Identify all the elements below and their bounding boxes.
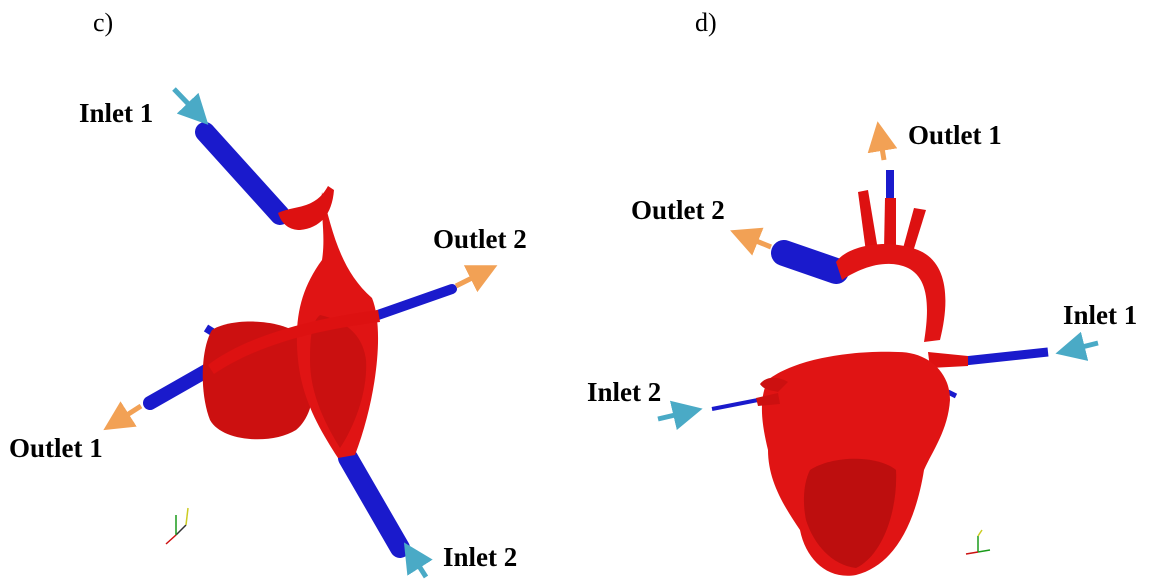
- aortic-branch-3: [902, 208, 926, 255]
- panel-d: d): [578, 0, 1156, 583]
- outlet1-arrow: [103, 401, 143, 431]
- panel-c: c): [9, 8, 527, 579]
- axis-triad-icon: [165, 507, 189, 545]
- outlet2-arrow: [454, 265, 498, 293]
- heart-model-c: [103, 87, 498, 579]
- crossing-vessel: [208, 310, 380, 374]
- inlet1-label: Inlet 1: [79, 98, 154, 128]
- heart-model-d: [657, 121, 1099, 576]
- panel-letter: d): [695, 8, 717, 37]
- outlet2-arrow: [730, 227, 772, 256]
- inlet1-label: Inlet 1: [1063, 300, 1138, 330]
- outlet1-label: Outlet 1: [908, 120, 1002, 150]
- inlet1-arrow: [1055, 331, 1099, 361]
- inlet2-vessel: [756, 393, 780, 406]
- outlet2-extension: [771, 240, 849, 284]
- inlet1-extension: [963, 347, 1049, 366]
- outlet1-extension: [143, 363, 215, 410]
- outlet2-extension: [373, 284, 457, 320]
- inlet1-vessel: [928, 352, 968, 368]
- inlet2-extension: [711, 398, 759, 411]
- ventricle-shade: [803, 458, 897, 568]
- outlet1-label: Outlet 1: [9, 433, 103, 463]
- inlet2-label: Inlet 2: [587, 377, 662, 407]
- outlet1-arrow: [867, 121, 898, 161]
- top-connection: [278, 186, 334, 230]
- aortic-branch-2: [884, 198, 896, 250]
- inlet2-arrow: [403, 542, 433, 579]
- auricle: [760, 377, 788, 392]
- inlet2-arrow: [657, 400, 703, 431]
- aortic-branch-1: [858, 190, 878, 252]
- inlet1-arrow: [172, 87, 209, 125]
- axis-triad-icon: [965, 529, 991, 555]
- inlet2-extension: [338, 448, 410, 558]
- panel-letter: c): [93, 8, 114, 37]
- inlet2-label: Inlet 2: [443, 542, 518, 572]
- outlet2-label: Outlet 2: [433, 224, 527, 254]
- aortic-arch: [836, 243, 946, 342]
- inlet1-extension: [195, 122, 290, 225]
- atrium-shade: [310, 315, 367, 448]
- outlet2-label: Outlet 2: [631, 195, 725, 225]
